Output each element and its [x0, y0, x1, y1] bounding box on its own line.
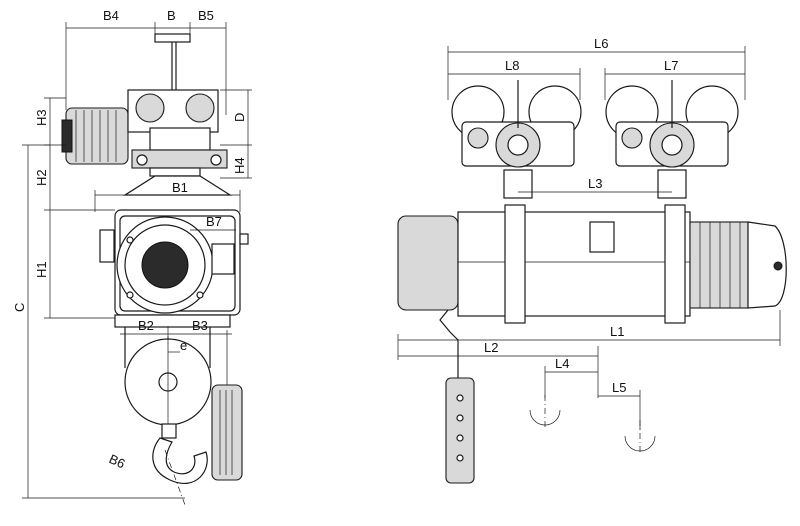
label-L8: L8: [505, 58, 519, 73]
label-L4: L4: [555, 356, 569, 371]
end-view: [22, 22, 252, 506]
label-H3: H3: [34, 109, 49, 126]
label-e: e: [180, 338, 187, 353]
label-L6: L6: [594, 36, 608, 51]
label-B5: B5: [198, 8, 214, 23]
label-B3: B3: [192, 318, 208, 333]
label-B: B: [167, 8, 176, 23]
label-L7: L7: [664, 58, 678, 73]
label-B7: B7: [206, 214, 222, 229]
label-H1: H1: [34, 261, 49, 278]
label-B2: B2: [138, 318, 154, 333]
label-L5: L5: [612, 380, 626, 395]
label-B4: B4: [103, 8, 119, 23]
label-L3: L3: [588, 176, 602, 191]
label-B1: B1: [172, 180, 188, 195]
front-view: [397, 46, 787, 484]
dimension-labels: B4 B B5 H3 H2 H1 C D H4 B1 B7 B2 B3 e B6…: [12, 8, 678, 471]
label-H2: H2: [34, 169, 49, 186]
label-B6: B6: [107, 451, 128, 471]
label-C: C: [12, 303, 27, 312]
label-H4: H4: [232, 157, 247, 174]
label-L2: L2: [484, 340, 498, 355]
label-D: D: [232, 113, 247, 122]
label-L1: L1: [610, 324, 624, 339]
